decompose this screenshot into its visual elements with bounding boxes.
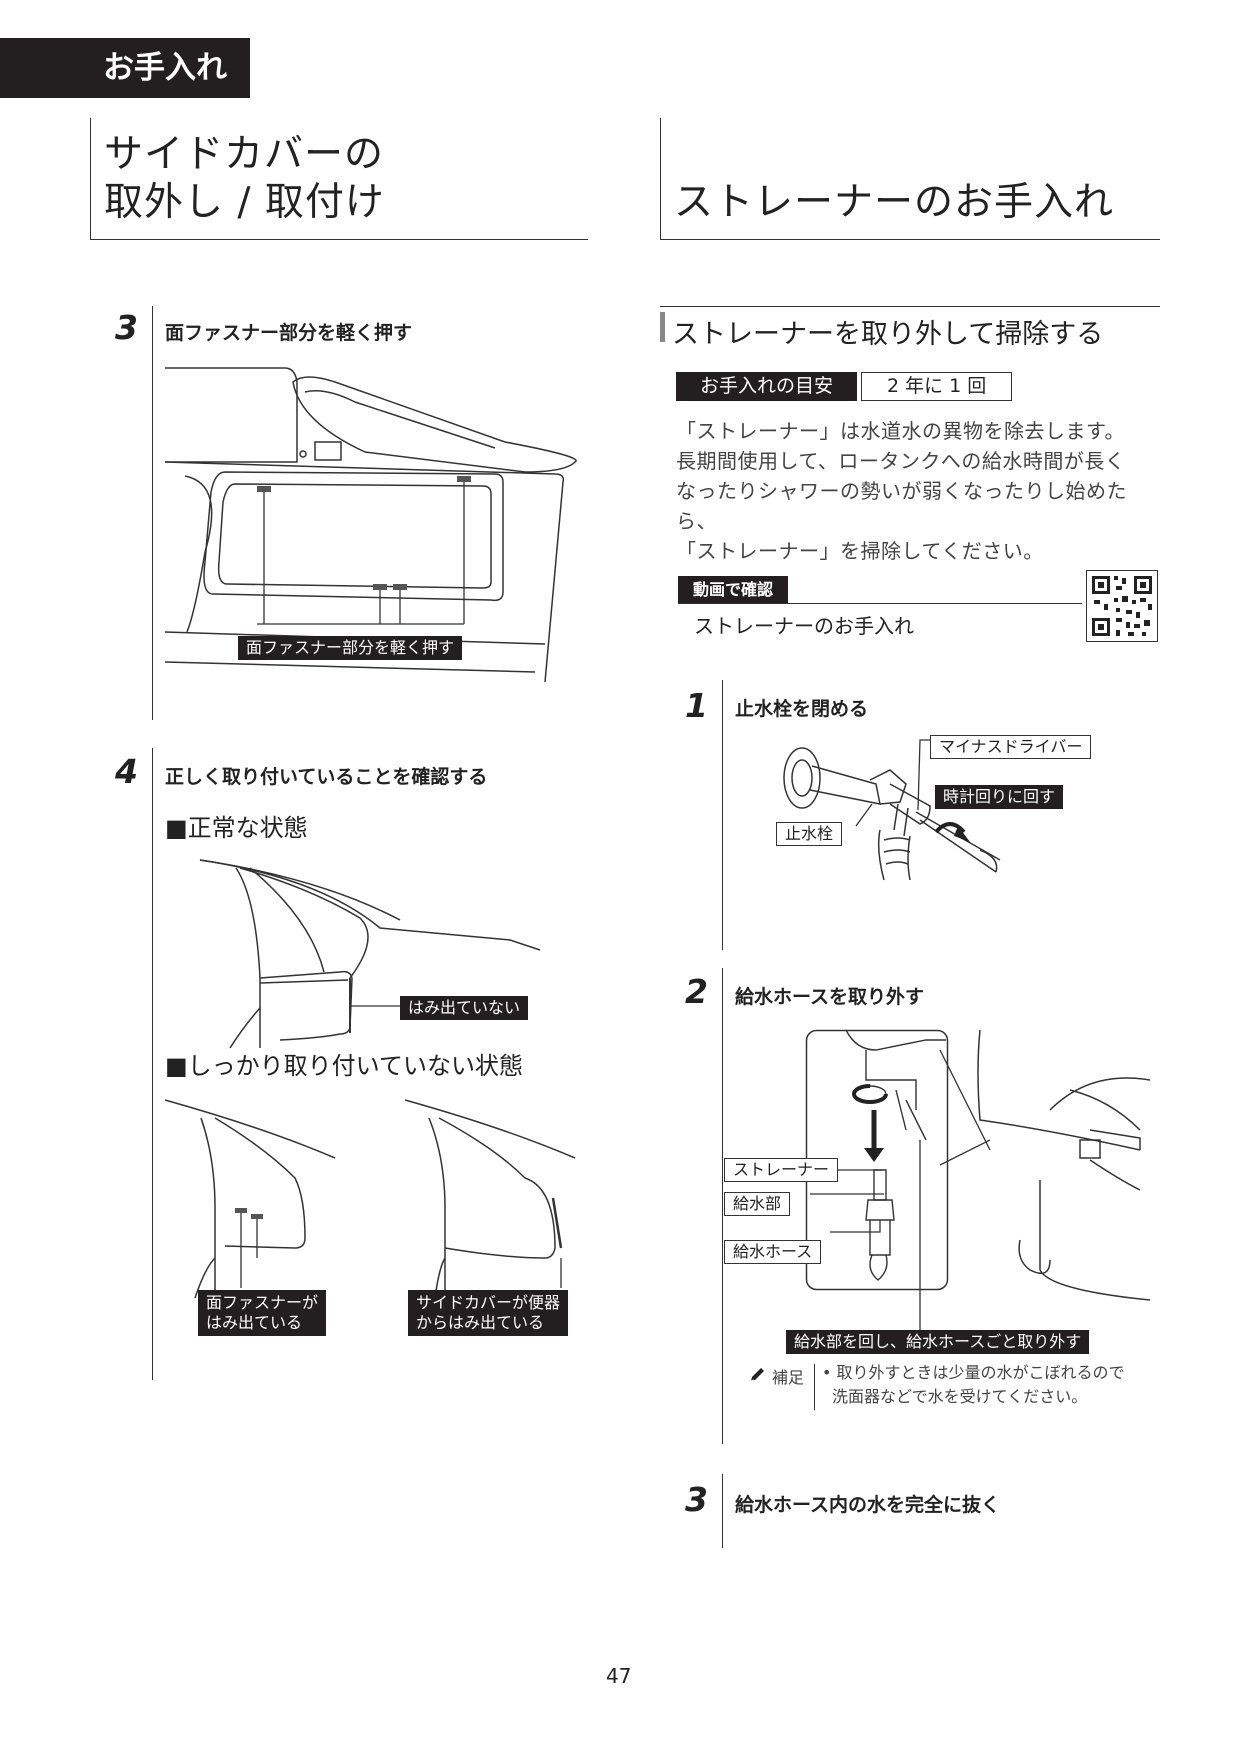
note-label: 補足 (772, 1368, 805, 1387)
step2-leader-lines (810, 1140, 921, 1335)
callout-normal: はみ出ていない (400, 996, 529, 1020)
label-hose: 給水ホース (724, 1240, 822, 1264)
page-number: 47 (606, 1664, 632, 1688)
step-line (152, 306, 153, 720)
callout-fastener: 面ファスナー部分を軽く押す (238, 636, 463, 660)
body-paragraph: 「ストレーナー」は水道水の異物を除去します。 長期間使用して、ロータンクへの給水… (676, 416, 1166, 566)
subheading-text: ストレーナーを取り外して掃除する (672, 319, 1104, 350)
callout-line: 面ファスナーが (206, 1293, 319, 1312)
step-title: 止水栓を閉める (735, 698, 869, 720)
callout-turn: 時計回りに回す (935, 785, 1064, 809)
qr-code-icon[interactable] (1086, 570, 1158, 642)
callout-line: サイドカバーが便器 (416, 1293, 561, 1312)
video-label: 動画で確認 (678, 576, 789, 604)
note-divider (814, 1364, 815, 1410)
step-line (722, 680, 723, 950)
callout-remove-hose: 給水部を回し、給水ホースごと取り外す (786, 1330, 1090, 1354)
guide-label: お手入れの目安 (676, 372, 858, 401)
toilet-side-illustration (164, 367, 577, 683)
guide-value: 2 年に 1 回 (861, 372, 1013, 401)
body-line: 「ストレーナー」は水道水の異物を除去します。 (676, 419, 1125, 443)
step-line (722, 1474, 723, 1548)
left-title-box (90, 118, 588, 240)
note-text: • 取り外すときは少量の水がこぼれるので 洗面器などで水を受けてください。 (822, 1361, 1125, 1409)
subheading (660, 306, 1160, 346)
label-strainer: ストレーナー (724, 1158, 839, 1182)
video-title[interactable]: ストレーナーのお手入れ (694, 614, 914, 638)
label-driver: マイナスドライバー (930, 735, 1092, 759)
step-line (722, 968, 723, 1444)
video-underline (678, 603, 1082, 604)
left-title-line1: サイドカバーの (104, 132, 385, 177)
normal-state-heading: ■正常な状態 (165, 814, 308, 842)
bad-state-heading: ■しっかり取り付いていない状態 (165, 1052, 523, 1080)
bad-cover-illustration (404, 1099, 576, 1299)
toilet-rear-illustration (977, 1029, 1151, 1301)
body-line: なったりシャワーの勢いが弱くなったりし始めたら、 (676, 479, 1127, 533)
subheading-bar (660, 312, 665, 342)
pencil-icon (750, 1368, 764, 1382)
callout-bad-fastener: 面ファスナーが はみ出ている (198, 1290, 327, 1336)
normal-cover-illustration (199, 859, 541, 1049)
step-title: 面ファスナー部分を軽く押す (165, 322, 413, 344)
bad-fastener-illustration (164, 1099, 336, 1299)
stop-valve-illustration (783, 739, 1001, 881)
step-title: 給水ホース内の水を完全に抜く (735, 1494, 1001, 1516)
step-number: 2 (685, 972, 708, 1011)
callout-bad-cover: サイドカバーが便器 からはみ出ている (408, 1290, 569, 1336)
step-number: 3 (685, 1480, 708, 1519)
body-line: 「ストレーナー」を掃除してください。 (676, 539, 1044, 563)
section-tab: お手入れ (0, 38, 250, 98)
step-number: 1 (685, 686, 708, 725)
label-supply: 給水部 (724, 1192, 791, 1216)
right-title: ストレーナーのお手入れ (674, 180, 1115, 225)
step-line (152, 748, 153, 1380)
note-line: 洗面器などで水を受けてください。 (832, 1387, 1088, 1406)
body-line: 長期間使用して、ロータンクへの給水時間が長く (676, 449, 1126, 473)
left-title-line2: 取外し / 取付け (104, 180, 385, 225)
step-title: 正しく取り付いていることを確認する (165, 766, 488, 788)
step-number: 3 (115, 308, 138, 347)
step-number: 4 (115, 752, 138, 791)
right-title-box (660, 118, 1160, 240)
label-valve: 止水栓 (776, 822, 843, 846)
detail-connector-lines (939, 1049, 991, 1166)
step-title: 給水ホースを取り外す (735, 986, 925, 1008)
callout-line: からはみ出ている (416, 1313, 545, 1332)
callout-line: はみ出ている (206, 1313, 303, 1332)
note-line: • 取り外すときは少量の水がこぼれるので (822, 1363, 1125, 1382)
hose-detail-illustration (805, 1029, 949, 1291)
